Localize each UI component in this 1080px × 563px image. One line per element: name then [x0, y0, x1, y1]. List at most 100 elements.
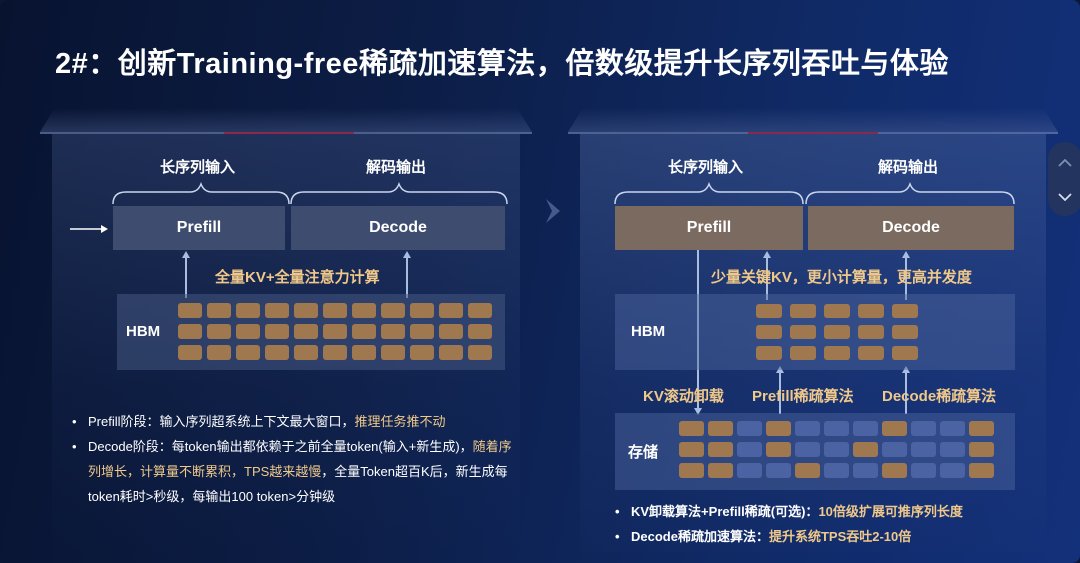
left-prefill-stage: Prefill: [113, 206, 285, 250]
kv-block-active: [178, 303, 202, 318]
right-brace-output: [805, 182, 1015, 205]
kv-block-active: [439, 345, 463, 360]
left-bullets: Prefill阶段：输入序列超系统上下文最大窗口，推理任务推不动 Decode阶…: [72, 409, 512, 509]
decode-label: Decode: [882, 219, 940, 236]
kv-block-active: [294, 303, 318, 318]
kv-block-active: [381, 345, 405, 360]
right-bullet-kv-offload: KV卸载算法+Prefill稀疏(可选)：10倍级扩展可推序列长度: [615, 499, 1035, 524]
kv-block-inactive: [824, 421, 849, 436]
kv-block-active: [882, 421, 907, 436]
kv-block-active: [294, 324, 318, 339]
kv-block-active: [236, 324, 260, 339]
kv-block-active: [265, 345, 289, 360]
kv-block-active: [468, 324, 492, 339]
arrow-up-icon: [403, 251, 411, 258]
storage-label: 存储: [628, 444, 659, 461]
right-hbm-kv-grid: [756, 304, 918, 360]
kv-block-active: [352, 303, 376, 318]
kv-block-inactive: [940, 442, 965, 457]
panel-bevel: [40, 108, 532, 132]
panel-body: [580, 134, 1046, 552]
decode-label: Decode: [369, 219, 427, 236]
panel-red-accent: [224, 132, 354, 134]
decode-storage-arrow: [905, 370, 907, 414]
right-hbm-label: HBM: [631, 323, 666, 340]
kv-block-active: [178, 324, 202, 339]
kv-block-active: [236, 303, 260, 318]
kv-block-inactive: [824, 463, 849, 478]
prefill-hbm-arrow: [766, 256, 768, 300]
right-prefill-stage: Prefill: [615, 206, 803, 250]
kv-block-active: [352, 345, 376, 360]
arrow-up-icon: [182, 251, 190, 258]
arrow-up-icon: [776, 366, 784, 373]
arrow-down-icon: [694, 408, 702, 415]
right-compute-note: 少量关键KV，更小计算量，更高并发度: [711, 269, 972, 286]
kv-block-active: [381, 324, 405, 339]
kv-block-active: [410, 345, 434, 360]
kv-block-active: [892, 304, 918, 318]
kv-block-active: [824, 325, 850, 339]
kv-block-active: [381, 303, 405, 318]
kv-block-inactive: [940, 421, 965, 436]
kv-block-active: [858, 325, 884, 339]
kv-block-active: [790, 304, 816, 318]
panel-bevel: [568, 108, 1058, 132]
kv-block-active: [410, 303, 434, 318]
kv-offload-line: [697, 250, 699, 412]
kv-block-active: [679, 421, 704, 436]
kv-block-inactive: [882, 442, 907, 457]
kv-block-inactive: [824, 442, 849, 457]
kv-block-active: [824, 304, 850, 318]
kv-block-active: [790, 346, 816, 360]
kv-block-active: [969, 463, 994, 478]
input-arrow-icon: [70, 225, 108, 233]
kv-block-inactive: [911, 463, 936, 478]
algo-label-prefill-sparse: Prefill稀疏算法: [752, 388, 854, 405]
arrow-up-icon: [763, 251, 771, 258]
chevron-up-icon[interactable]: [1048, 148, 1080, 178]
kv-block-active: [708, 421, 733, 436]
left-decode-stage: Decode: [291, 206, 505, 250]
right-bullet-decode-sparse: Decode稀疏加速算法：提升系统TPS吞吐2-10倍: [615, 524, 1035, 549]
left-hbm-label: HBM: [126, 323, 161, 340]
kv-block-active: [207, 345, 231, 360]
kv-block-active: [468, 303, 492, 318]
kv-block-inactive: [795, 421, 820, 436]
kv-block-active: [439, 324, 463, 339]
arrow-up-icon: [902, 366, 910, 373]
kv-block-active: [207, 324, 231, 339]
kv-block-active: [892, 346, 918, 360]
left-bullet-decode: Decode阶段：每token输出都依赖于之前全量token(输入+新生成)，随…: [72, 434, 512, 509]
kv-block-inactive: [911, 421, 936, 436]
chevron-down-icon[interactable]: [1048, 182, 1080, 212]
kv-block-active: [323, 303, 347, 318]
kv-block-active: [766, 421, 791, 436]
kv-block-active: [236, 345, 260, 360]
kv-block-active: [756, 304, 782, 318]
left-prefill-arrow: [185, 256, 187, 298]
kv-block-active: [708, 442, 733, 457]
kv-block-active: [410, 324, 434, 339]
kv-block-active: [858, 346, 884, 360]
kv-block-inactive: [737, 463, 762, 478]
page-nav-control: [1048, 142, 1080, 216]
kv-block-active: [766, 442, 791, 457]
kv-block-active: [679, 442, 704, 457]
panel-red-accent: [748, 132, 878, 134]
kv-block-inactive: [853, 463, 878, 478]
kv-block-active: [708, 463, 733, 478]
kv-block-active: [439, 303, 463, 318]
prefill-storage-arrow: [779, 370, 781, 414]
kv-block-inactive: [853, 421, 878, 436]
kv-block-active: [468, 345, 492, 360]
kv-block-active: [858, 304, 884, 318]
kv-block-active: [265, 324, 289, 339]
right-bullets: KV卸载算法+Prefill稀疏(可选)：10倍级扩展可推序列长度 Decode…: [615, 499, 1035, 549]
left-brace-input: [112, 182, 290, 205]
left-brace-output-label: 解码输出: [366, 159, 427, 176]
kv-block-inactive: [911, 442, 936, 457]
kv-block-inactive: [795, 442, 820, 457]
kv-block-active: [969, 421, 994, 436]
